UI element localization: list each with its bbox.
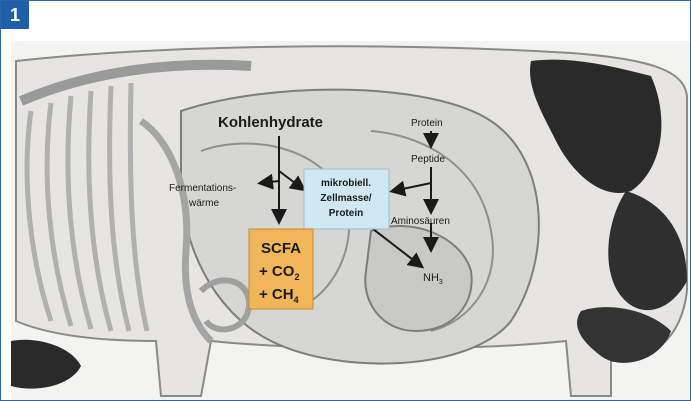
scfa-label-2: + CO2 bbox=[259, 263, 299, 282]
mikro-label-3: Protein bbox=[329, 208, 363, 219]
rumen-illustration: Kohlenhydrate Protein Peptide Fermentati… bbox=[11, 41, 690, 400]
scfa-label-1: SCFA bbox=[261, 240, 301, 257]
scfa-label-3: + CH4 bbox=[259, 286, 299, 305]
mikro-label-2: Zellmasse/ bbox=[320, 193, 371, 204]
label-protein: Protein bbox=[411, 118, 443, 129]
figure-number-badge: 1 bbox=[1, 1, 29, 29]
label-peptide: Peptide bbox=[411, 154, 445, 165]
label-fermentation-2: wärme bbox=[188, 198, 219, 209]
mikrobiell-box: mikrobiell. Zellmasse/ Protein bbox=[304, 169, 389, 229]
label-fermentation-1: Fermentations- bbox=[169, 183, 236, 194]
mikro-label-1: mikrobiell. bbox=[321, 178, 371, 189]
label-aminosaeuren: Aminosäuren bbox=[391, 216, 450, 227]
label-kohlenhydrate: Kohlenhydrate bbox=[218, 114, 323, 131]
scfa-box: SCFA + CO2 + CH4 bbox=[249, 229, 313, 309]
